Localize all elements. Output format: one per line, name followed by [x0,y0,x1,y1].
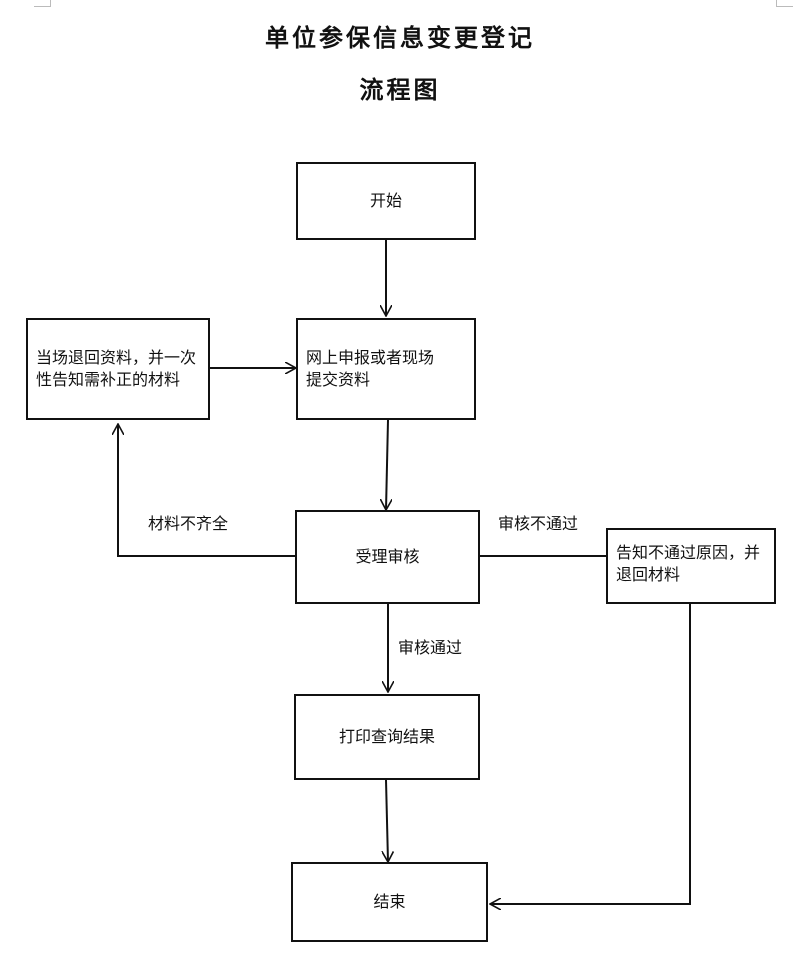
edge-label-not-passed: 审核不通过 [498,514,579,533]
arrow-submit-to-review [386,419,388,510]
page-corner-mark-left [34,0,51,7]
page-corner-mark-right [776,0,793,7]
edge-label-incomplete: 材料不齐全 [148,514,229,533]
node-print-label: 打印查询结果 [338,727,435,746]
node-start: 开始 [296,162,476,240]
node-review-label: 受理审核 [355,547,420,566]
edge-label-passed: 审核通过 [398,638,463,657]
diagram-subtitle: 流程图 [359,75,441,104]
node-reject-notice-label: 告知不通过原因，并退回材料 [616,543,761,584]
node-print: 打印查询结果 [294,694,480,780]
node-submit-label: 网上申报或者现场提交资料 [306,348,435,389]
arrow-review-to-return [118,424,295,557]
node-return-materials-label: 当场退回资料，并一次性告知需补正的材料 [36,348,197,389]
arrow-reject-to-end [490,604,691,904]
node-review: 受理审核 [295,510,480,604]
node-return-materials: 当场退回资料，并一次性告知需补正的材料 [26,318,210,420]
diagram-title: 单位参保信息变更登记 [265,23,535,52]
arrow-print-to-end [386,779,388,862]
node-start-label: 开始 [369,191,402,210]
node-submit: 网上申报或者现场提交资料 [296,318,476,420]
node-end-label: 结束 [373,892,406,911]
node-end: 结束 [291,862,488,942]
node-reject-notice: 告知不通过原因，并退回材料 [606,528,776,604]
